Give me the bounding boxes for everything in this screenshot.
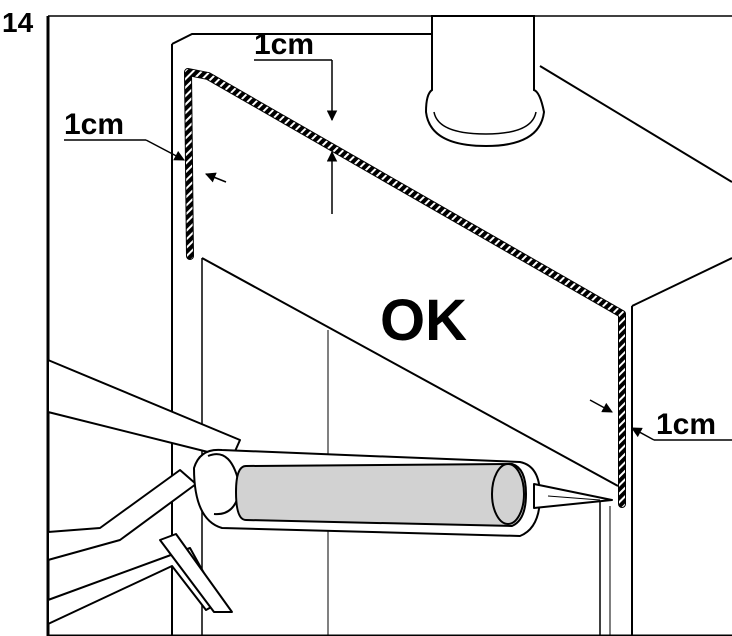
figure-number: 14 — [2, 7, 34, 38]
sealant-bead — [184, 68, 626, 508]
dimension-right — [589, 399, 732, 441]
cabinet-body — [171, 33, 732, 636]
dimension-label-left: 1cm — [64, 108, 124, 141]
duct-pipe — [424, 15, 546, 148]
ok-status-label: OK — [380, 288, 467, 353]
dimension-left — [64, 139, 227, 183]
dimension-top — [254, 59, 338, 214]
dimension-label-right: 1cm — [656, 408, 716, 441]
dimension-label-top: 1cm — [254, 28, 314, 61]
caulking-gun-icon — [47, 359, 613, 625]
